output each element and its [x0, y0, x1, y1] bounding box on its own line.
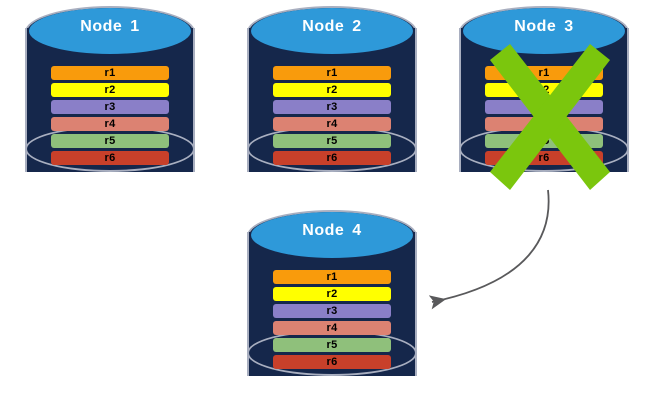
record-bar[interactable]: r6 [51, 151, 169, 165]
record-bar[interactable]: r1 [273, 270, 391, 284]
record-bar[interactable]: r6 [485, 151, 603, 165]
record-bar[interactable]: r2 [273, 83, 391, 97]
record-bar[interactable]: r5 [51, 134, 169, 148]
cylinder-top-face [251, 8, 413, 54]
cylinder-top-face [29, 8, 191, 54]
node-2-records: r1 r2 r3 r4 r5 r6 [273, 66, 391, 165]
cylinder-top-face [463, 8, 625, 54]
record-bar[interactable]: r2 [485, 83, 603, 97]
record-bar[interactable]: r6 [273, 355, 391, 369]
record-bar[interactable]: r4 [273, 321, 391, 335]
record-bar[interactable]: r3 [273, 100, 391, 114]
record-bar[interactable]: r2 [273, 287, 391, 301]
record-bar[interactable]: r1 [273, 66, 391, 80]
record-bar[interactable]: r5 [273, 338, 391, 352]
record-bar[interactable]: r3 [273, 304, 391, 318]
record-bar[interactable]: r6 [273, 151, 391, 165]
node-3-records: r1 r2 r3 r4 r5 r6 [485, 66, 603, 165]
cylinder-top-face [251, 212, 413, 258]
record-bar[interactable]: r5 [273, 134, 391, 148]
record-bar[interactable]: r4 [485, 117, 603, 131]
connector-arrow-path [428, 189, 550, 310]
record-bar[interactable]: r2 [51, 83, 169, 97]
record-bar[interactable]: r1 [51, 66, 169, 80]
record-bar[interactable]: r5 [485, 134, 603, 148]
record-bar[interactable]: r4 [51, 117, 169, 131]
record-bar[interactable]: r3 [51, 100, 169, 114]
record-bar[interactable]: r1 [485, 66, 603, 80]
record-bar[interactable]: r4 [273, 117, 391, 131]
node-1-records: r1 r2 r3 r4 r5 r6 [51, 66, 169, 165]
node-4-records: r1 r2 r3 r4 r5 r6 [273, 270, 391, 369]
record-bar[interactable]: r3 [485, 100, 603, 114]
